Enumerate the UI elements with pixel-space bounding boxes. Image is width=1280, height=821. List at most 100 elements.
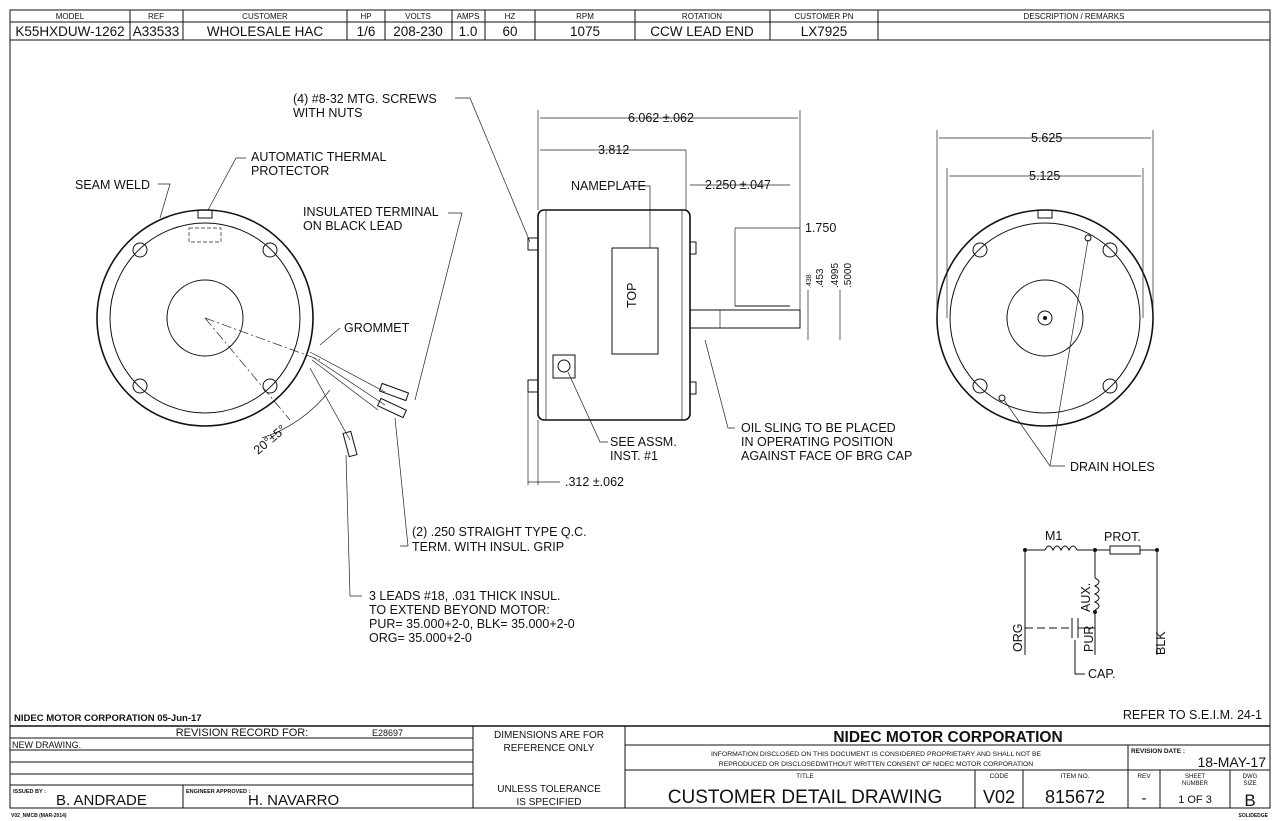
right-end-view: 5.625 5.125 DRAIN HOLES bbox=[936, 130, 1155, 474]
item-no-label: ITEM NO. bbox=[1061, 773, 1090, 780]
dwg-size-label-1: DWG bbox=[1243, 774, 1258, 780]
refer-note: REFER TO S.E.I.M. 24-1 bbox=[1123, 708, 1262, 722]
proprietary-note-1: INFORMATION DISCLOSED ON THIS DOCUMENT I… bbox=[711, 751, 1042, 758]
form-number: V02_NMCB (MAR-2014) bbox=[11, 813, 67, 819]
header-volts: VOLTS bbox=[405, 12, 431, 21]
dim-dia-453: .453 bbox=[815, 268, 826, 288]
side-view: TOP 6.062 ±.062 3.812 2.250 ±.047 1.750 … bbox=[293, 92, 912, 489]
label-seam-weld: SEAM WELD bbox=[75, 178, 150, 192]
company-name: NIDEC MOTOR CORPORATION bbox=[833, 729, 1062, 746]
label-org: ORG bbox=[1011, 624, 1025, 652]
header-hz: HZ bbox=[505, 12, 516, 21]
code-label: CODE bbox=[990, 773, 1009, 780]
drawing-title: CUSTOMER DETAIL DRAWING bbox=[668, 787, 942, 808]
label-mtg-screws-2: WITH NUTS bbox=[293, 106, 362, 120]
solidedge-mark: SOLIDEDGE bbox=[1239, 813, 1269, 819]
label-grommet: GROMMET bbox=[344, 321, 410, 335]
issued-by-label: ISSUED BY : bbox=[13, 789, 46, 795]
label-prot: PROT. bbox=[1104, 530, 1141, 544]
rev-label: REV bbox=[1137, 773, 1151, 780]
header-rpm: RPM bbox=[576, 12, 594, 21]
label-thermal-protector-1: AUTOMATIC THERMAL bbox=[251, 150, 386, 164]
value-model: K55HXDUW-1262 bbox=[15, 24, 124, 39]
dwg-size: B bbox=[1244, 791, 1255, 810]
dim-body-length: 3.812 bbox=[598, 143, 629, 157]
value-customer: WHOLESALE HAC bbox=[207, 24, 324, 39]
label-oil-sling-1: OIL SLING TO BE PLACED bbox=[741, 421, 896, 435]
left-end-view: SEAM WELD AUTOMATIC THERMAL PROTECTOR IN… bbox=[75, 150, 587, 645]
header-customer: CUSTOMER bbox=[242, 12, 288, 21]
label-nameplate: NAMEPLATE bbox=[571, 179, 646, 193]
value-hp: 1/6 bbox=[357, 24, 376, 39]
label-insulated-terminal-1: INSULATED TERMINAL bbox=[303, 205, 439, 219]
revision-record-id: E28697 bbox=[372, 728, 403, 738]
label-oil-sling-3: AGAINST FACE OF BRG CAP bbox=[741, 449, 912, 463]
value-customer-pn: LX7925 bbox=[801, 24, 848, 39]
header-description: DESCRIPTION / REMARKS bbox=[1024, 12, 1125, 21]
dim-dia-4995: .4995 bbox=[830, 263, 841, 288]
label-m1: M1 bbox=[1045, 529, 1062, 543]
drawing-frame bbox=[9, 9, 1271, 809]
dim-outer-diameter: 5.625 bbox=[1031, 131, 1062, 145]
label-pur: PUR bbox=[1082, 626, 1096, 652]
label-see-assm-1: SEE ASSM. bbox=[610, 435, 677, 449]
header-rotation: ROTATION bbox=[682, 12, 722, 21]
code-value: V02 bbox=[983, 787, 1015, 807]
dim-shaft-length: 2.250 ±.047 bbox=[705, 178, 771, 192]
dimensions-note-1: DIMENSIONS ARE FOR bbox=[494, 730, 604, 741]
wiring-schematic: M1 PROT. AUX. ORG PUR BLK CAP. bbox=[1011, 529, 1168, 681]
label-cap: CAP. bbox=[1088, 667, 1116, 681]
value-hz: 60 bbox=[502, 24, 517, 39]
spec-table: MODEL REF CUSTOMER HP VOLTS AMPS HZ RPM … bbox=[10, 10, 1270, 41]
sheet-label-1: SHEET bbox=[1185, 774, 1205, 780]
sheet-number: 1 OF 3 bbox=[1178, 794, 1212, 806]
revision-line-1: NEW DRAWING. bbox=[12, 740, 81, 750]
proprietary-note-2: REPRODUCED OR DISCLOSEDWITHOUT WRITTEN C… bbox=[719, 761, 1034, 768]
item-no-value: 815672 bbox=[1045, 787, 1105, 807]
tolerance-note-1: UNLESS TOLERANCE bbox=[497, 784, 601, 795]
value-volts: 208-230 bbox=[393, 24, 443, 39]
label-thermal-protector-2: PROTECTOR bbox=[251, 164, 329, 178]
sheet-label-2: NUMBER bbox=[1182, 781, 1209, 787]
label-mtg-screws-1: (4) #8-32 MTG. SCREWS bbox=[293, 92, 437, 106]
dimensions-note-2: REFERENCE ONLY bbox=[504, 743, 595, 754]
header-model: MODEL bbox=[56, 12, 85, 21]
issued-by: B. ANDRADE bbox=[56, 792, 147, 809]
company-date: NIDEC MOTOR CORPORATION 05-Jun-17 bbox=[14, 713, 202, 724]
label-qc-terminal-2: TERM. WITH INSUL. GRIP bbox=[412, 540, 564, 554]
header-hp: HP bbox=[360, 12, 371, 21]
tolerance-note-2: IS SPECIFIED bbox=[516, 797, 581, 808]
label-aux: AUX. bbox=[1079, 583, 1093, 612]
rev-value: - bbox=[1142, 790, 1147, 807]
value-rpm: 1075 bbox=[570, 24, 600, 39]
label-insulated-terminal-2: ON BLACK LEAD bbox=[303, 219, 402, 233]
label-qc-terminal-1: (2) .250 STRAIGHT TYPE Q.C. bbox=[412, 525, 587, 539]
label-oil-sling-2: IN OPERATING POSITION bbox=[741, 435, 893, 449]
engineer-approved-label: ENGINEER APPROVED : bbox=[186, 789, 250, 795]
dim-flat-length: 1.750 bbox=[805, 221, 836, 235]
header-ref: REF bbox=[148, 12, 164, 21]
engineer-approved: H. NAVARRO bbox=[248, 792, 339, 809]
label-leads-2: TO EXTEND BEYOND MOTOR: bbox=[369, 603, 550, 617]
label-see-assm-2: INST. #1 bbox=[610, 449, 658, 463]
title-block: NIDEC MOTOR CORPORATION 05-Jun-17 REFER … bbox=[10, 708, 1270, 819]
label-top: TOP bbox=[625, 283, 639, 308]
value-amps: 1.0 bbox=[459, 24, 478, 39]
label-leads-1: 3 LEADS #18, .031 THICK INSUL. bbox=[369, 589, 561, 603]
label-angle: 20°±5° bbox=[251, 422, 289, 457]
dim-overall-length: 6.062 ±.062 bbox=[628, 111, 694, 125]
label-blk: BLK bbox=[1154, 631, 1168, 655]
value-ref: A33533 bbox=[133, 24, 180, 39]
dim-dia-5000: .5000 bbox=[843, 263, 854, 288]
label-drain-holes: DRAIN HOLES bbox=[1070, 460, 1155, 474]
revision-date: 18-MAY-17 bbox=[1198, 754, 1267, 770]
label-leads-4: ORG= 35.000+2-0 bbox=[369, 631, 472, 645]
revision-record-label: REVISION RECORD FOR: bbox=[176, 727, 309, 739]
dim-stud-length: .312 ±.062 bbox=[565, 475, 624, 489]
title-label: TITLE bbox=[796, 773, 814, 780]
header-amps: AMPS bbox=[457, 12, 480, 21]
revision-date-label: REVISION DATE : bbox=[1131, 748, 1185, 755]
dim-dia-438: .438 bbox=[806, 274, 813, 288]
dwg-size-label-2: SIZE bbox=[1243, 781, 1256, 787]
